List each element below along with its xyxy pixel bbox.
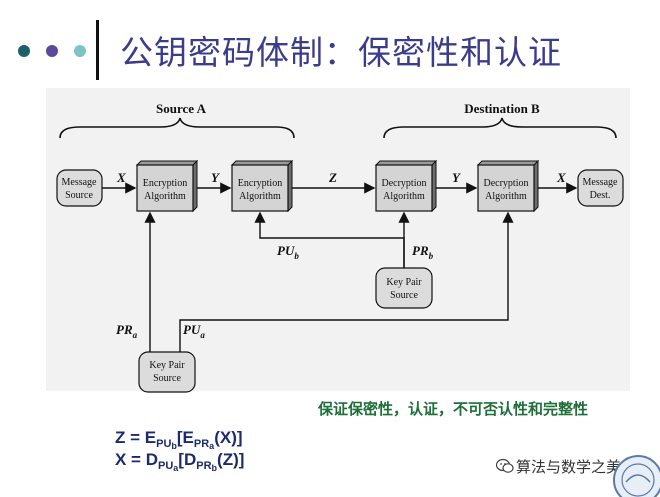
keypair-a-line2: Source xyxy=(153,373,181,384)
message-source-line1: Message xyxy=(62,177,98,188)
decryption-algorithm-2: Decryption Algorithm xyxy=(476,159,540,213)
equation-x: X = DPUa[DPRb(Z)] xyxy=(115,450,245,473)
label-y2: Y xyxy=(452,170,461,185)
dec2-line2: Algorithm xyxy=(485,191,527,202)
seal-logo-icon xyxy=(613,455,660,497)
enc1-line1: Encryption xyxy=(143,178,187,189)
subtitle-text: 保证保密性，认证，不可否认性和完整性 xyxy=(318,400,589,418)
message-dest-line2: Dest. xyxy=(590,190,611,201)
slide-title: 公钥密码体制：保密性和认证 xyxy=(120,33,562,72)
destination-b-label: Destination B xyxy=(464,101,540,116)
message-dest-line1: Message xyxy=(583,177,619,188)
label-x1: X xyxy=(116,170,126,185)
destination-brace xyxy=(383,117,617,139)
enc2-line1: Encryption xyxy=(238,178,282,189)
dec2-line1: Decryption xyxy=(484,178,529,189)
dec1-line2: Algorithm xyxy=(383,191,425,202)
label-z: Z xyxy=(328,170,337,185)
label-x2: X xyxy=(556,170,566,185)
label-y1: Y xyxy=(211,170,220,185)
label-pra: PRa xyxy=(116,322,138,340)
keypair-a-line1: Key Pair xyxy=(149,360,185,371)
bullet-dot-3 xyxy=(74,45,86,57)
arrow-pua xyxy=(179,211,514,352)
enc1-line2: Algorithm xyxy=(144,191,186,202)
source-brace xyxy=(59,117,295,139)
keypair-b-line2: Source xyxy=(390,290,418,301)
dec1-line1: Decryption xyxy=(382,178,427,189)
equation-z: Z = EPUb[EPRa(X)] xyxy=(115,428,243,451)
enc2-line2: Algorithm xyxy=(239,191,281,202)
arrow-pub xyxy=(254,211,405,268)
label-prb: PRb xyxy=(412,243,434,261)
bullet-dot-2 xyxy=(46,45,58,57)
message-dest-box: Message Dest. xyxy=(577,169,624,207)
bullet-dot-1 xyxy=(18,45,30,57)
wechat-icon xyxy=(496,458,514,473)
title-divider xyxy=(96,20,99,80)
decryption-algorithm-1: Decryption Algorithm xyxy=(374,159,438,213)
key-pair-source-b: Key Pair Source xyxy=(375,267,433,309)
message-source-box: Message Source xyxy=(56,169,103,207)
encryption-algorithm-1: Encryption Algorithm xyxy=(135,159,199,213)
watermark-text: 算法与数学之美 xyxy=(516,458,622,476)
message-source-line2: Source xyxy=(65,190,93,201)
source-a-label: Source A xyxy=(156,101,207,116)
key-pair-source-a: Key Pair Source xyxy=(138,351,196,393)
label-pua: PUa xyxy=(183,322,205,340)
label-pub: PUb xyxy=(277,243,299,261)
keypair-b-line1: Key Pair xyxy=(386,277,422,288)
diagram-background xyxy=(46,88,630,391)
encryption-algorithm-2: Encryption Algorithm xyxy=(230,159,294,213)
